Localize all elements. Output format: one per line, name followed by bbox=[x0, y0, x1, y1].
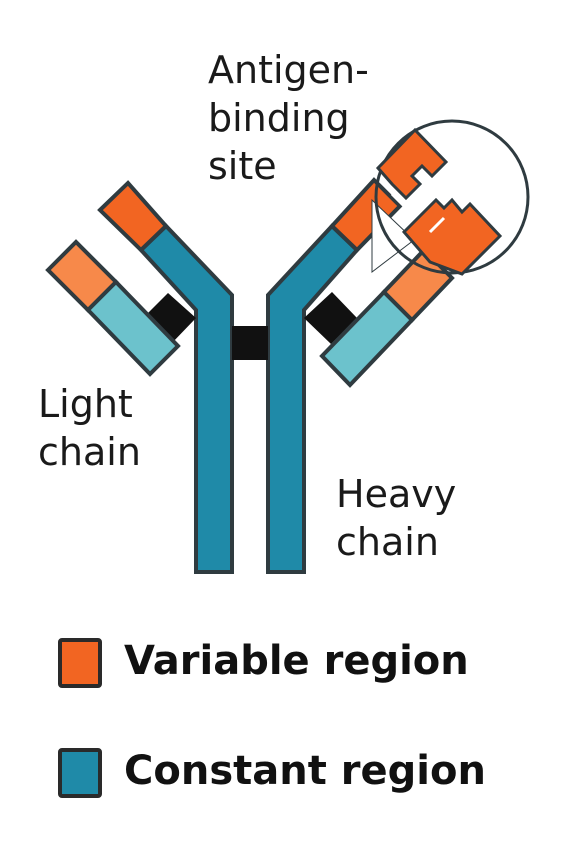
antigen-label-line1: Antigen- bbox=[208, 48, 369, 92]
antigen-label-line3: site bbox=[208, 144, 277, 188]
light-chain-right bbox=[319, 247, 455, 388]
constant-region-legend-label: Constant region bbox=[124, 748, 486, 794]
antigen-binding-site-label: Antigen- binding site bbox=[208, 46, 369, 190]
heavy-chain-right bbox=[266, 177, 403, 574]
hinge-disulfide-bridge bbox=[232, 326, 268, 360]
heavy-chain-label: Heavy chain bbox=[336, 470, 456, 566]
light-chain-label: Light chain bbox=[38, 380, 141, 476]
variable-region-swatch bbox=[58, 638, 102, 688]
heavy-chain-left bbox=[97, 180, 234, 574]
constant-region-swatch bbox=[58, 748, 102, 798]
light-label-line2: chain bbox=[38, 430, 141, 474]
light-label-line1: Light bbox=[38, 382, 133, 426]
light-heavy-bridge-left bbox=[143, 293, 196, 344]
variable-region-legend-label: Variable region bbox=[124, 638, 469, 684]
heavy-label-line1: Heavy bbox=[336, 472, 457, 516]
antigen-binding-site-magnifier bbox=[371, 119, 530, 276]
light-chain-left bbox=[45, 239, 181, 377]
antigen-label-line2: binding bbox=[208, 96, 350, 140]
heavy-label-line2: chain bbox=[336, 520, 439, 564]
